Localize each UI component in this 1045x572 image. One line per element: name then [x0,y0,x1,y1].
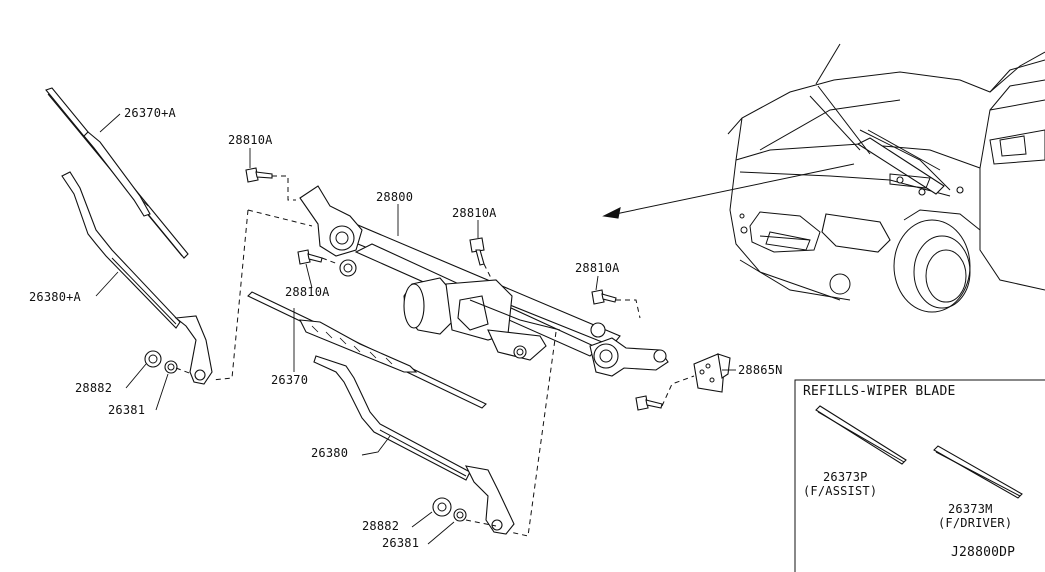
part-number-bolt-center: 28810A [452,206,497,220]
part-number-linkage: 28800 [376,190,414,204]
part-number-blade-assist: 26370+A [124,106,176,120]
refill-driver-part-number: 26373M [948,502,993,516]
bolt-left [297,249,323,265]
refill-assist-side: (F/ASSIST) [803,484,878,498]
part-number-blade-driver: 26370 [271,373,309,387]
part-number-nut-right: 26381 [382,536,420,550]
refill-driver [933,445,1023,499]
diagram-code: J28800DP [951,545,1016,560]
wiper-linkage-assembly [299,185,669,377]
bolt-top [245,167,273,183]
part-number-nut-cap-right: 28882 [362,519,400,533]
part-number-bolt-right: 28810A [575,261,620,275]
part-number-arm-assist: 26380+A [29,290,81,304]
nut-right [453,508,467,522]
part-number-nut-left: 26381 [108,403,146,417]
part-number-nut-cap-left: 28882 [75,381,113,395]
vehicle-illustration [727,43,1045,313]
refills-title: REFILLS-WIPER BLADE [803,384,956,399]
refill-assist-part-number: 26373P [823,470,868,484]
dashed-connection-lines [175,175,695,537]
assist-wiper-blade [45,87,189,259]
driver-wiper-blade [247,291,487,409]
refill-driver-side: (F/DRIVER) [938,516,1013,530]
bolt-right [591,289,617,305]
bolt-bracket [635,395,663,411]
bracket [693,353,731,393]
part-number-bracket: 28865N [738,363,783,377]
part-number-bolt-top: 28810A [228,133,273,147]
assist-wiper-arm [61,171,213,385]
part-number-bolt-left: 28810A [285,285,330,299]
part-number-arm-driver: 26380 [311,446,349,460]
refills-panel [794,379,1045,572]
nut-cap-left [144,350,162,368]
pointer-arrow [602,163,855,219]
nut-left [164,360,178,374]
driver-wiper-arm [313,355,515,535]
bolt-center [469,237,485,266]
nut-cap-right [432,497,452,517]
refill-assist [815,405,907,465]
leader-lines [95,113,736,545]
